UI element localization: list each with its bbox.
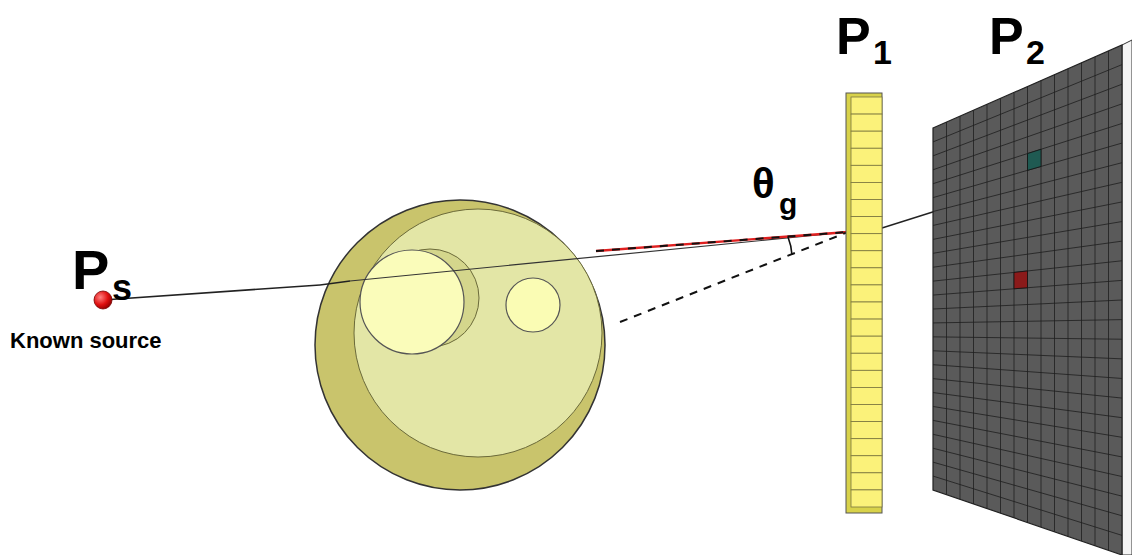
- source-caption: Known source: [10, 330, 162, 352]
- detector-side: [846, 93, 882, 513]
- grid-line: [933, 202, 1122, 239]
- detector-subscript: 2: [1026, 35, 1045, 69]
- angle-subscript: g: [779, 189, 797, 219]
- source-symbol: P: [72, 242, 109, 298]
- grid-line: [933, 104, 1122, 170]
- grid-line: [933, 320, 1122, 323]
- detector-pixel: [851, 114, 882, 131]
- detector-pixel: [851, 319, 882, 336]
- detector-pixel: [851, 456, 882, 473]
- grid-line: [933, 65, 1122, 142]
- detector-pixel: [851, 336, 882, 353]
- hit-pixel: [1014, 271, 1028, 289]
- phantom-sphere: [315, 200, 605, 490]
- detector-pixel: [851, 302, 882, 319]
- grid-line: [933, 300, 1122, 309]
- detector-pixel: [851, 97, 882, 114]
- detector-pixel: [851, 131, 882, 148]
- grid-line: [933, 365, 1122, 379]
- detector-pixel: [851, 422, 882, 439]
- cone-line: [620, 232, 848, 322]
- detector-pixel: [851, 251, 882, 268]
- absorber-detector: [933, 40, 1132, 555]
- detector-pixel: [851, 165, 882, 182]
- cone-line: [596, 232, 848, 251]
- detector-subscript: 1: [873, 35, 892, 69]
- detector-pixel: [851, 268, 882, 285]
- detector-pixel: [851, 490, 882, 507]
- detector-pixel: [851, 387, 882, 404]
- detector-pixel: [851, 439, 882, 456]
- incident-ray: [320, 281, 350, 285]
- detector-symbol: P: [836, 10, 871, 62]
- panel-edge: [1122, 40, 1132, 555]
- cone-line: [596, 232, 848, 251]
- large-insert: [360, 250, 464, 354]
- grid-line: [933, 84, 1122, 156]
- grid-line: [933, 393, 1122, 418]
- detector-pixel: [851, 285, 882, 302]
- grid-line: [933, 420, 1122, 457]
- detector-pixel: [851, 217, 882, 234]
- angle-arc: [788, 237, 792, 255]
- grid-line: [933, 337, 1122, 339]
- detector-pixel: [851, 182, 882, 199]
- detector-pixel: [851, 405, 882, 422]
- source-subscript: s: [112, 270, 132, 306]
- grid-line: [933, 379, 1122, 398]
- detector-symbol: P: [989, 10, 1024, 62]
- grid-line: [933, 241, 1122, 267]
- grid-line: [933, 182, 1122, 225]
- angle-symbol: θ: [752, 163, 775, 205]
- panel-face: [933, 45, 1122, 555]
- grid-line: [933, 123, 1122, 183]
- detector-pixel: [851, 353, 882, 370]
- grid-line: [933, 351, 1122, 359]
- grid-line: [933, 406, 1122, 437]
- grid-line: [933, 222, 1122, 254]
- detector-pixel: [851, 234, 882, 251]
- grid-line: [933, 462, 1122, 516]
- inner-region: [354, 209, 602, 457]
- hit-pixel: [1028, 149, 1042, 170]
- small-insert: [506, 278, 560, 332]
- grid-line: [933, 476, 1122, 535]
- detector-pixel: [851, 473, 882, 490]
- scatter-detector: [846, 93, 882, 513]
- detector-pixel: [851, 148, 882, 165]
- detector-pixel: [851, 370, 882, 387]
- incident-ray: [103, 285, 320, 300]
- detector-pixel: [851, 200, 882, 217]
- scattered-ray: [350, 232, 848, 281]
